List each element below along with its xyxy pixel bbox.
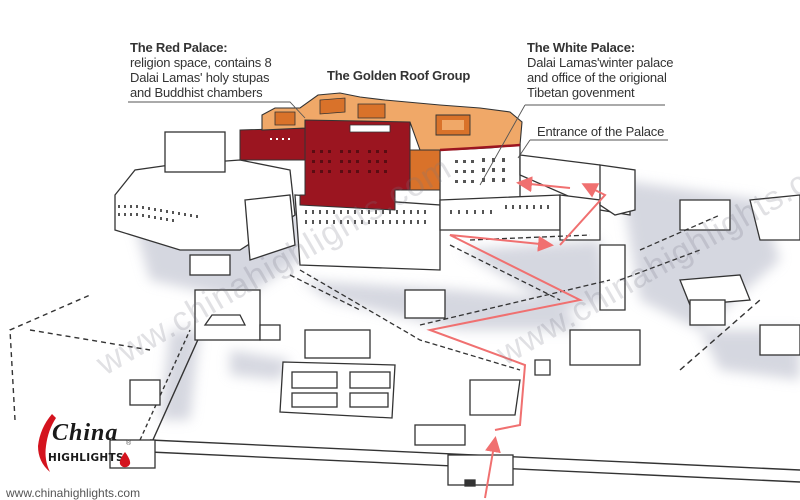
entrance-label: Entrance of the Palace <box>537 124 665 139</box>
site-url: www.chinahighlights.com <box>6 486 141 500</box>
logo-script-text: China <box>52 420 119 446</box>
red-palace <box>239 119 411 211</box>
white-palace-title: The White Palace: <box>527 40 635 55</box>
red-palace-title: The Red Palace: <box>130 40 228 55</box>
china-highlights-logo: China HIGHLIGHTS ® <box>30 410 160 478</box>
white-palace-windows <box>305 158 549 224</box>
west-wing <box>114 131 296 276</box>
red-palace-label: The Red Palace: religion space, contains… <box>130 40 272 100</box>
west-wing-windows <box>118 205 198 222</box>
red-palace-description: religion space, contains 8 Dalai Lamas' … <box>130 55 272 100</box>
white-palace-label: The White Palace: Dalai Lamas'winter pal… <box>527 40 674 100</box>
east-buildings <box>599 164 800 356</box>
visitor-route <box>426 176 607 499</box>
leader-lines <box>128 101 668 186</box>
golden-roof-label: The Golden Roof Group <box>327 68 471 83</box>
golden-roof-group <box>261 92 523 191</box>
white-palace-description: Dalai Lamas'winter palace and office of … <box>527 55 674 100</box>
red-drop-icon <box>119 452 131 468</box>
logo-word-text: HIGHLIGHTS <box>48 452 124 464</box>
red-brush-stroke-icon <box>38 414 56 472</box>
hill-paths <box>289 214 721 371</box>
registered-mark: ® <box>126 440 132 447</box>
courtyard-buildings <box>109 289 641 487</box>
